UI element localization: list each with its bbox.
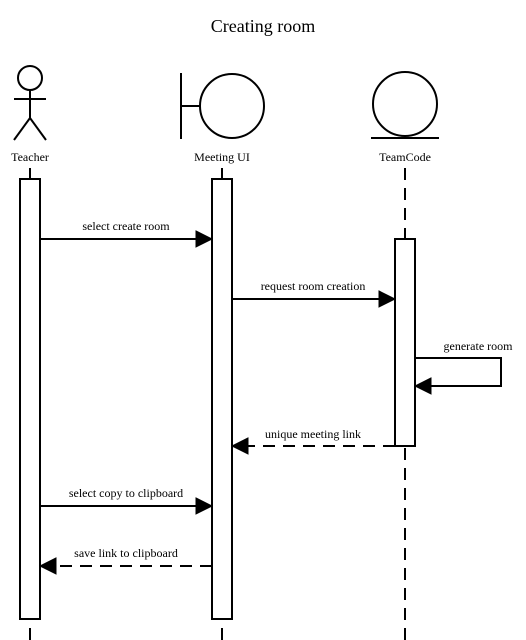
- arrow-head-icon: [38, 557, 57, 575]
- message-select-copy-to-clipboard: select copy to clipboard: [40, 486, 214, 515]
- participant-label-meeting-ui: Meeting UI: [194, 150, 250, 164]
- activation-bar-teacher: [19, 178, 41, 620]
- message-label: select create room: [82, 219, 170, 233]
- arrow-head-icon: [230, 437, 249, 455]
- message-save-link-to-clipboard: save link to clipboard: [38, 546, 212, 575]
- activation-bar-meeting-ui: [211, 178, 233, 620]
- message-generate-room: generate room: [413, 339, 514, 395]
- participant-meeting-ui: Meeting UI: [180, 73, 265, 164]
- message-label: save link to clipboard: [74, 546, 178, 560]
- arrow-head-icon: [413, 377, 432, 395]
- entity-icon: [371, 71, 439, 139]
- self-message-line: [415, 357, 502, 387]
- message-select-create-room: select create room: [40, 219, 214, 248]
- participant-label-teacher: Teacher: [11, 150, 49, 164]
- message-label: request room creation: [261, 279, 366, 293]
- participant-teamcode: TeamCode: [371, 71, 439, 164]
- arrow-head-icon: [378, 290, 397, 308]
- message-label: generate room: [444, 339, 514, 353]
- arrow-head-icon: [195, 497, 214, 515]
- activation-bar-teamcode: [394, 238, 416, 447]
- message-label: select copy to clipboard: [69, 486, 183, 500]
- boundary-icon: [180, 73, 265, 139]
- message-unique-meeting-link: unique meeting link: [230, 427, 395, 455]
- arrow-head-icon: [195, 230, 214, 248]
- participant-teacher: Teacher: [11, 65, 49, 164]
- participant-label-teamcode: TeamCode: [379, 150, 431, 164]
- message-request-room-creation: request room creation: [232, 279, 397, 308]
- message-label: unique meeting link: [265, 427, 361, 441]
- actor-icon: [13, 65, 47, 141]
- diagram-title: Creating room: [211, 16, 315, 36]
